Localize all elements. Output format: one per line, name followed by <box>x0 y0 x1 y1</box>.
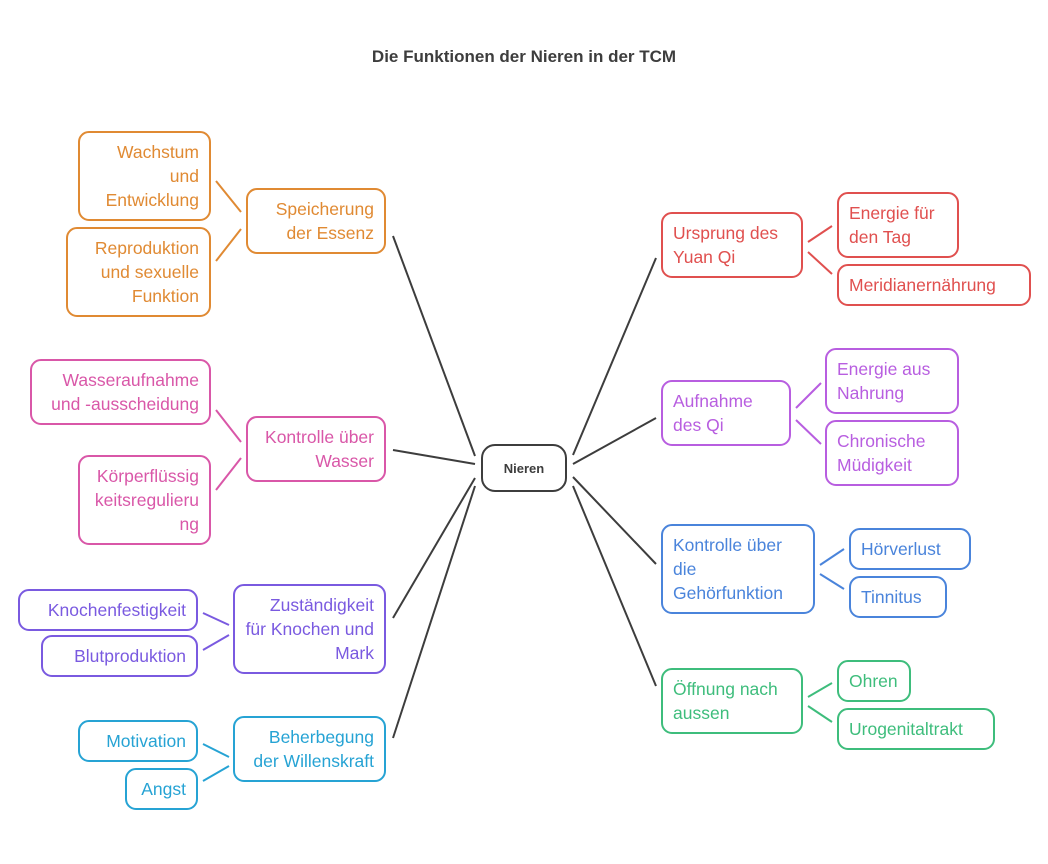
edge-wille-2 <box>202 765 230 782</box>
edge-center-aussen <box>572 485 657 687</box>
leaf-knochenfestigkeit[interactable]: Knochenfestigkeit <box>18 589 198 631</box>
leaf-hoerverlust[interactable]: Hörverlust <box>849 528 971 570</box>
edge-center-essenz <box>392 235 476 457</box>
edge-center-qi <box>572 417 657 465</box>
leaf-ohren[interactable]: Ohren <box>837 660 911 702</box>
edge-center-wille <box>392 485 476 739</box>
edge-gehoer-1 <box>819 548 845 566</box>
center-node[interactable]: Nieren <box>481 444 567 492</box>
branch-speicherung-der-essenz[interactable]: Speicherung der Essenz <box>246 188 386 254</box>
edge-essenz-2 <box>215 228 242 262</box>
branch-aufnahme-des-qi[interactable]: Aufnahme des Qi <box>661 380 791 446</box>
edge-qi-1 <box>795 382 822 409</box>
edge-yuanqi-2 <box>807 251 833 275</box>
edge-gehoer-2 <box>819 573 845 590</box>
edge-essenz-1 <box>215 180 242 213</box>
edge-qi-2 <box>795 419 822 445</box>
edge-aussen-2 <box>807 705 833 723</box>
leaf-blutproduktion[interactable]: Blutproduktion <box>41 635 198 677</box>
branch-kontrolle-ueber-wasser[interactable]: Kontrolle über Wasser <box>246 416 386 482</box>
leaf-reproduktion[interactable]: Reproduktion und sexuelle Funktion <box>66 227 211 317</box>
leaf-angst[interactable]: Angst <box>125 768 198 810</box>
leaf-energie-fuer-den-tag[interactable]: Energie für den Tag <box>837 192 959 258</box>
leaf-koerperfluessigkeitsregulierung[interactable]: Körperflüssigkeitsregulierung <box>78 455 211 545</box>
edge-center-yuanqi <box>572 257 657 456</box>
edge-center-gehoer <box>572 476 657 565</box>
edge-knochen-1 <box>202 612 230 626</box>
leaf-wasseraufnahme[interactable]: Wasseraufnahme und -ausscheidung <box>30 359 211 425</box>
edge-aussen-1 <box>807 682 833 698</box>
edge-wille-1 <box>202 743 230 758</box>
branch-ursprung-yuan-qi[interactable]: Ursprung des Yuan Qi <box>661 212 803 278</box>
leaf-energie-aus-nahrung[interactable]: Energie aus Nahrung <box>825 348 959 414</box>
branch-gehoerfunktion[interactable]: Kontrolle über die Gehörfunktion <box>661 524 815 614</box>
branch-willenskraft[interactable]: Beherbegung der Willenskraft <box>233 716 386 782</box>
edge-yuanqi-1 <box>807 225 833 243</box>
edge-knochen-2 <box>202 634 230 651</box>
leaf-urogenitaltrakt[interactable]: Urogenitaltrakt <box>837 708 995 750</box>
leaf-wachstum-und-entwicklung[interactable]: Wachstum und Entwicklung <box>78 131 211 221</box>
leaf-motivation[interactable]: Motivation <box>78 720 198 762</box>
diagram-title: Die Funktionen der Nieren in der TCM <box>371 47 677 66</box>
edge-center-knochen <box>392 477 476 619</box>
edge-center-wasser <box>392 449 476 465</box>
leaf-chronische-muedigkeit[interactable]: Chronische Müdigkeit <box>825 420 959 486</box>
leaf-meridianernaehrung[interactable]: Meridianernährung <box>837 264 1031 306</box>
branch-knochen-und-mark[interactable]: Zuständigkeit für Knochen und Mark <box>233 584 386 674</box>
edge-wasser-1 <box>215 409 242 443</box>
branch-oeffnung-nach-aussen[interactable]: Öffnung nach aussen <box>661 668 803 734</box>
leaf-tinnitus[interactable]: Tinnitus <box>849 576 947 618</box>
edge-wasser-2 <box>215 457 242 491</box>
